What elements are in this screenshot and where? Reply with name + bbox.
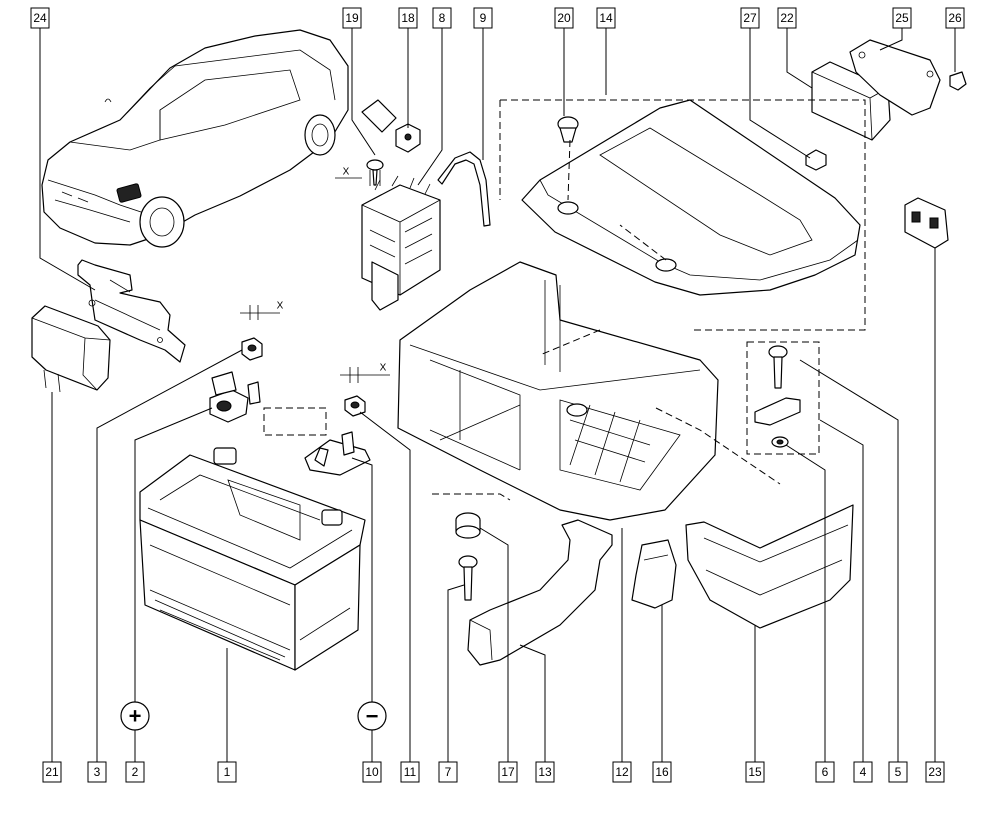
callout-label: 9 — [473, 7, 493, 29]
callout-label: 12 — [612, 761, 632, 783]
dimension-marker-top: X — [335, 167, 381, 186]
nut-part-3 — [241, 337, 263, 361]
callout-label: 13 — [535, 761, 555, 783]
callout-label: 23 — [925, 761, 945, 783]
svg-text:5: 5 — [895, 765, 902, 779]
svg-text:11: 11 — [404, 765, 417, 779]
dimension-label: X — [277, 301, 284, 312]
svg-text:9: 9 — [480, 11, 487, 25]
negative-polarity-symbol: − — [357, 701, 387, 731]
positive-terminal-part-2 — [209, 371, 261, 423]
callout-label: 16 — [652, 761, 672, 783]
clip-part-18 — [361, 99, 421, 153]
svg-text:18: 18 — [401, 11, 415, 25]
bolt-part-7 — [458, 555, 478, 601]
callout-label: 26 — [945, 7, 965, 29]
svg-text:4: 4 — [860, 765, 867, 779]
svg-text:+: + — [129, 704, 142, 729]
callout-label: 11 — [400, 761, 420, 783]
bracket-part-24 — [77, 259, 186, 363]
dimension-marker-right: X — [340, 363, 390, 383]
battery-part-1 — [139, 447, 366, 671]
svg-text:13: 13 — [538, 765, 552, 779]
callout-label: 6 — [815, 761, 835, 783]
callout-label: 1 — [217, 761, 237, 783]
svg-text:12: 12 — [615, 765, 629, 779]
svg-text:27: 27 — [743, 11, 757, 25]
svg-text:3: 3 — [94, 765, 101, 779]
callout-label: 8 — [432, 7, 452, 29]
callout-label: 25 — [892, 7, 912, 29]
svg-text:20: 20 — [557, 11, 571, 25]
bracket-part-25 — [849, 39, 941, 116]
screw-part-19 — [366, 159, 384, 186]
battery-cover-part-14 — [521, 99, 861, 296]
heat-shield-part-15 — [685, 504, 854, 629]
callout-label: 14 — [596, 7, 616, 29]
callout-label: 22 — [777, 7, 797, 29]
dimension-label: X — [343, 167, 350, 178]
svg-text:8: 8 — [439, 11, 446, 25]
svg-text:15: 15 — [748, 765, 762, 779]
cable-part-9 — [437, 151, 491, 227]
svg-text:19: 19 — [345, 11, 359, 25]
svg-text:6: 6 — [822, 765, 829, 779]
callout-row-top: 24 19 18 8 9 20 14 27 22 25 26 — [30, 7, 965, 29]
svg-text:−: − — [366, 704, 379, 729]
fuse-box-part-8 — [361, 175, 441, 311]
callout-label: 21 — [42, 761, 62, 783]
svg-text:10: 10 — [365, 765, 379, 779]
callout-label: 2 — [125, 761, 145, 783]
leader-lines — [39, 28, 956, 762]
dimension-marker-mid: X — [240, 301, 284, 320]
callout-label: 7 — [438, 761, 458, 783]
connector-part-23 — [904, 197, 949, 249]
grommet-part-17 — [455, 512, 481, 539]
svg-text:21: 21 — [45, 765, 59, 779]
callout-row-bottom: 21 3 2 1 10 11 7 17 13 12 16 15 6 4 5 23 — [42, 761, 945, 783]
clip-part-26 — [949, 71, 967, 91]
positive-polarity-symbol: + — [120, 701, 150, 731]
vehicle-illustration — [41, 29, 349, 248]
callout-label: 18 — [398, 7, 418, 29]
nut-part-11 — [344, 395, 366, 417]
dimension-label: X — [380, 363, 387, 374]
svg-text:16: 16 — [655, 765, 669, 779]
callout-label: 10 — [362, 761, 382, 783]
svg-text:7: 7 — [445, 765, 452, 779]
svg-text:14: 14 — [599, 11, 613, 25]
svg-text:25: 25 — [895, 11, 909, 25]
air-duct-part-13 — [467, 519, 613, 666]
clip-part-20 — [557, 116, 579, 143]
nut-part-27 — [805, 149, 827, 171]
negative-terminal-part-10 — [304, 431, 371, 476]
callout-label: 17 — [498, 761, 518, 783]
callout-label: 5 — [888, 761, 908, 783]
callout-label: 3 — [87, 761, 107, 783]
svg-text:17: 17 — [501, 765, 515, 779]
callout-label: 20 — [554, 7, 574, 29]
svg-text:2: 2 — [132, 765, 139, 779]
battery-tray-part-12 — [397, 261, 719, 521]
dashed-guides — [263, 99, 866, 501]
callout-label: 27 — [740, 7, 760, 29]
duct-connector-part-16 — [631, 539, 677, 609]
bolt-part-5 — [768, 345, 788, 389]
svg-text:1: 1 — [224, 765, 231, 779]
callout-label: 4 — [853, 761, 873, 783]
bracket-part-4 — [754, 397, 801, 426]
svg-text:24: 24 — [33, 11, 47, 25]
callout-label: 15 — [745, 761, 765, 783]
washer-part-6 — [771, 436, 789, 448]
callout-label: 24 — [30, 7, 50, 29]
callout-label: 19 — [342, 7, 362, 29]
svg-text:23: 23 — [928, 765, 942, 779]
control-module-part-21 — [31, 305, 111, 393]
svg-text:26: 26 — [948, 11, 962, 25]
svg-text:22: 22 — [780, 11, 794, 25]
